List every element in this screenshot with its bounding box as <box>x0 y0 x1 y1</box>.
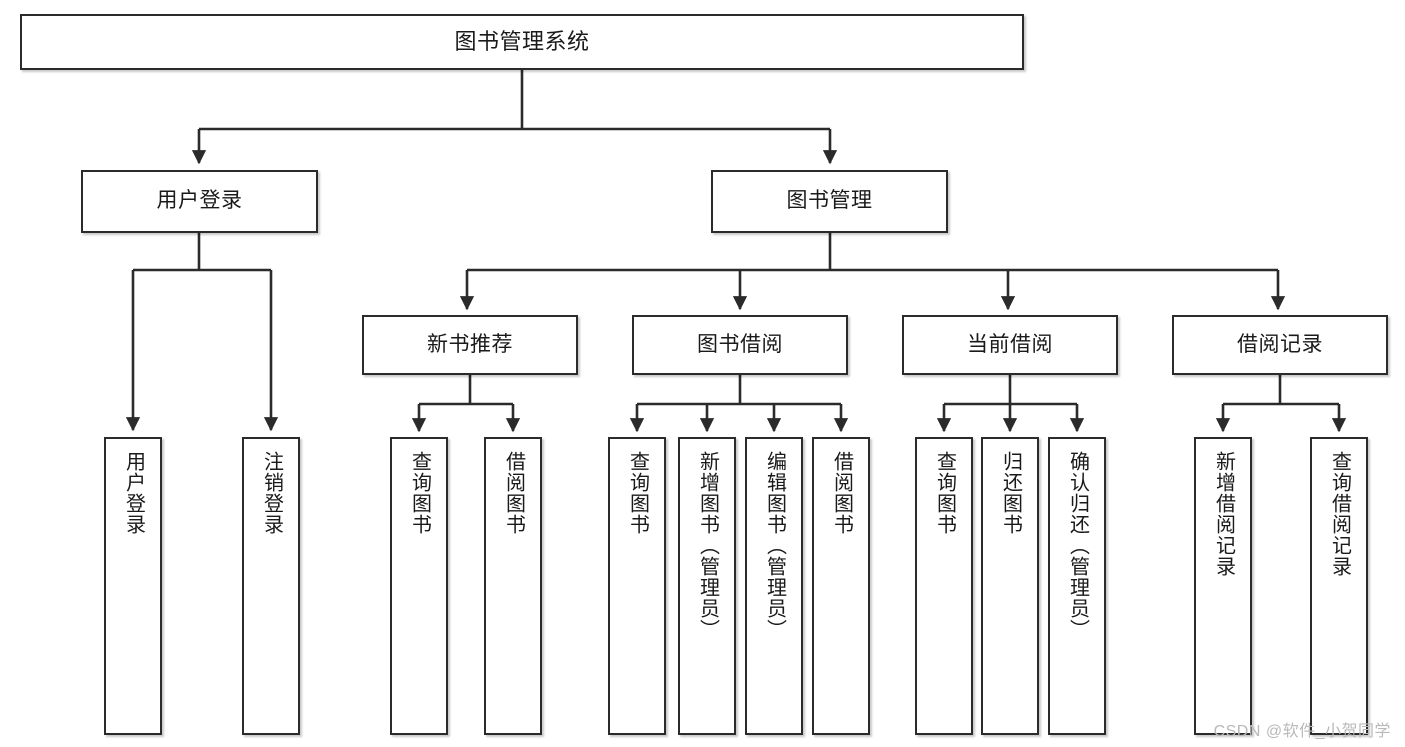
node-leaf-edit-book-label: 编辑图书（管理员） <box>763 451 786 640</box>
node-leaf-query-book-1[interactable]: 查询图书 <box>390 437 448 735</box>
node-book-manage-label: 图书管理 <box>786 189 873 213</box>
node-leaf-edit-book[interactable]: 编辑图书（管理员） <box>745 437 803 735</box>
watermark: CSDN @软件_小贺同学 <box>1213 723 1391 740</box>
node-leaf-query-book-3[interactable]: 查询图书 <box>915 437 973 735</box>
node-leaf-logout-label: 注销登录 <box>260 451 283 535</box>
node-user-login[interactable]: 用户登录 <box>81 170 318 233</box>
node-leaf-query-record-label: 查询借阅记录 <box>1328 451 1351 577</box>
node-leaf-query-book-2[interactable]: 查询图书 <box>608 437 666 735</box>
node-user-login-label: 用户登录 <box>156 189 243 213</box>
node-book-manage[interactable]: 图书管理 <box>711 170 948 233</box>
node-leaf-logout[interactable]: 注销登录 <box>242 437 300 735</box>
node-book-borrow[interactable]: 图书借阅 <box>632 315 848 375</box>
node-leaf-borrow-book-2[interactable]: 借阅图书 <box>812 437 870 735</box>
node-leaf-add-book-label: 新增图书（管理员） <box>696 451 719 640</box>
node-leaf-query-record[interactable]: 查询借阅记录 <box>1310 437 1368 735</box>
node-leaf-query-book-2-label: 查询图书 <box>626 451 649 535</box>
node-current-borrow-label: 当前借阅 <box>967 332 1053 356</box>
node-leaf-user-login[interactable]: 用户登录 <box>104 437 162 735</box>
node-leaf-return-book-label: 归还图书 <box>999 451 1022 535</box>
node-leaf-query-book-1-label: 查询图书 <box>408 451 431 535</box>
node-leaf-query-book-3-label: 查询图书 <box>933 451 956 535</box>
node-leaf-borrow-book-2-label: 借阅图书 <box>830 451 853 535</box>
node-book-borrow-label: 图书借阅 <box>697 332 783 356</box>
node-leaf-add-record[interactable]: 新增借阅记录 <box>1194 437 1252 735</box>
node-leaf-borrow-book-1[interactable]: 借阅图书 <box>484 437 542 735</box>
node-borrow-record[interactable]: 借阅记录 <box>1172 315 1388 375</box>
node-leaf-borrow-book-1-label: 借阅图书 <box>502 451 525 535</box>
node-leaf-confirm-return[interactable]: 确认归还（管理员） <box>1048 437 1106 735</box>
node-borrow-record-label: 借阅记录 <box>1237 332 1323 356</box>
node-root[interactable]: 图书管理系统 <box>20 14 1024 70</box>
node-new-book-rec-label: 新书推荐 <box>427 332 513 356</box>
node-leaf-add-book[interactable]: 新增图书（管理员） <box>678 437 736 735</box>
node-root-label: 图书管理系统 <box>454 29 590 55</box>
node-leaf-user-login-label: 用户登录 <box>122 451 145 535</box>
node-current-borrow[interactable]: 当前借阅 <box>902 315 1118 375</box>
node-leaf-confirm-return-label: 确认归还（管理员） <box>1066 451 1089 640</box>
node-new-book-rec[interactable]: 新书推荐 <box>362 315 578 375</box>
node-leaf-add-record-label: 新增借阅记录 <box>1212 451 1235 577</box>
node-leaf-return-book[interactable]: 归还图书 <box>981 437 1039 735</box>
